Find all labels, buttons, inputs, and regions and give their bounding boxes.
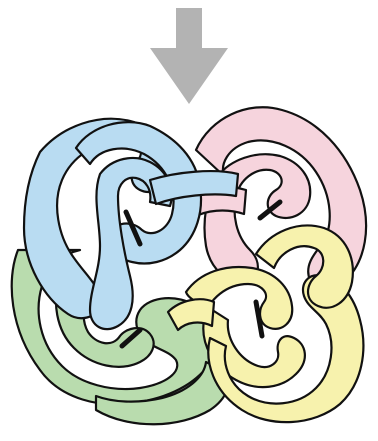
down-arrow-icon	[150, 8, 228, 104]
